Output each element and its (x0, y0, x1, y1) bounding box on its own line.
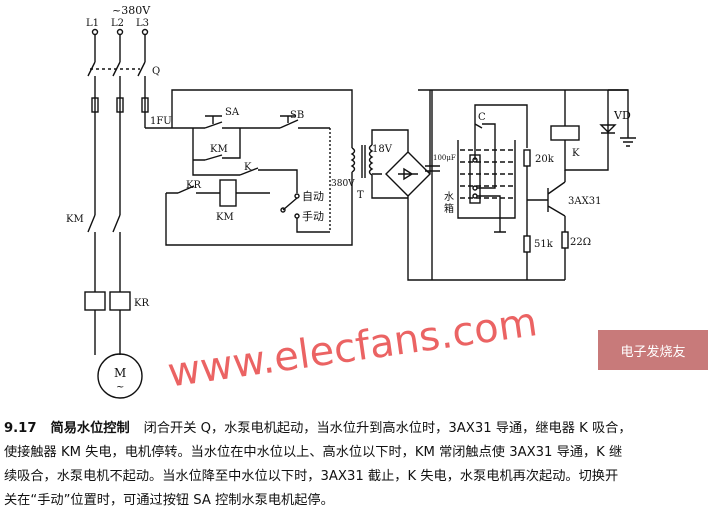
tank-label-1: 水 (444, 191, 454, 203)
km-coil (219, 179, 237, 207)
caption-line-1: 闭合开关 Q，水泵电机起动，当水位升到高水位时，3AX31 导通，继电器 K 吸… (143, 421, 632, 436)
tank-label-2: 箱 (444, 202, 454, 215)
transformer-label: T (357, 190, 364, 201)
km-contact-label: KM (210, 144, 228, 155)
button-sb-label: SB (290, 110, 304, 121)
power-circuit: ~380V L1 L2 L3 Q 1FU KM KR M ~ (66, 4, 172, 399)
phase-l2: L2 (111, 18, 124, 29)
r1-label: 20k (535, 154, 555, 165)
caption-line-3: 续吸合，水泵电机不起动。当水位降至中水位以下时，3AX31 截止，K 失电，水泵… (4, 469, 619, 484)
relay-coil (550, 125, 580, 141)
km-coil-label: KM (216, 212, 234, 223)
kr-contact-label: KR (186, 180, 201, 191)
control-circuit: SA SB KM K KR KM 自动 手动 380V T (145, 89, 374, 246)
motor-symbol (97, 353, 143, 399)
button-sa-label: SA (225, 107, 240, 118)
caption-line-4: 关在“手动”位置时，可通过按钮 SA 控制水泵电机起停。 (4, 493, 334, 508)
site-logo: 电子发烧友 (598, 330, 708, 370)
caption-line-2: 使接触器 KM 失电，电机停转。当水位在中水位以上、高水位以下时，KM 常闭触点… (4, 445, 623, 460)
phase-l3: L3 (136, 18, 149, 29)
motor-ac-label: ~ (116, 382, 124, 393)
relay-label: K (572, 148, 580, 159)
transistor-label: 3AX31 (568, 196, 601, 207)
r2-label: 51k (534, 239, 554, 250)
motor-label: M (114, 366, 126, 380)
supply-label: ~380V (112, 4, 151, 17)
thermal-relay-label: KR (134, 298, 149, 309)
switch-q-label: Q (152, 66, 160, 77)
mode-manual-label[interactable]: 手动 (302, 209, 324, 223)
fuse-label: 1FU (150, 116, 172, 127)
secondary-voltage-label: 18V (372, 144, 393, 155)
figure-caption: 9.17 简易水位控制闭合开关 Q，水泵电机起动，当水位升到高水位时，3AX31 … (4, 417, 708, 513)
k-contact-label: K (244, 162, 252, 173)
capacitor-label: 100μF (433, 154, 456, 162)
diode-label: VD (613, 109, 631, 122)
phase-l1: L1 (86, 18, 99, 29)
probe-c-label: C (478, 112, 486, 123)
main-contactor-label: KM (66, 214, 84, 225)
figure-number: 9.17 (4, 421, 37, 436)
mode-auto-label[interactable]: 自动 (302, 190, 324, 203)
primary-voltage-label: 380V (331, 179, 355, 189)
figure-title: 简易水位控制 (50, 421, 130, 436)
sensing-circuit: 18V 100μF C 水 箱 20k 51k 22Ω 3AX31 K VD (371, 89, 636, 281)
r3-label: 22Ω (570, 237, 591, 248)
